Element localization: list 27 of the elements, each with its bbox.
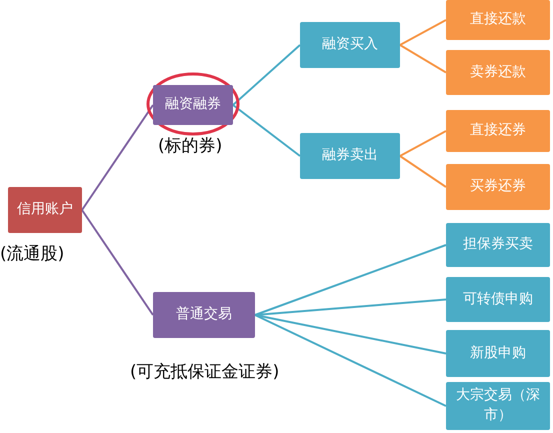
repayment-box: 直接还券 bbox=[446, 110, 550, 152]
trade-box: 大宗交易（深市） bbox=[446, 382, 550, 430]
operation-box: 融资买入 bbox=[300, 22, 400, 68]
repayment-box: 卖券还款 bbox=[446, 50, 550, 95]
connector-line bbox=[81, 209, 154, 316]
connector-line bbox=[232, 104, 301, 157]
operation-box: 融券卖出 bbox=[300, 133, 400, 179]
trade-box: 担保券买卖 bbox=[446, 223, 550, 267]
connector-line bbox=[399, 44, 447, 74]
category-box: 普通交易 bbox=[153, 292, 255, 338]
repayment-box: 买券还券 bbox=[446, 164, 550, 210]
account-box: 信用账户 bbox=[8, 187, 82, 233]
node-caption: (标的券) bbox=[158, 135, 222, 158]
category-box: 融资融券 bbox=[153, 85, 233, 125]
node-caption: (流通股) bbox=[0, 243, 64, 266]
trade-box: 新股申购 bbox=[446, 330, 550, 377]
connector-line bbox=[254, 314, 446, 354]
connector-line bbox=[254, 244, 446, 316]
connector-line bbox=[254, 314, 446, 407]
repayment-box: 直接还款 bbox=[446, 0, 550, 40]
connector-line bbox=[400, 130, 446, 157]
connector-line bbox=[232, 44, 301, 106]
trade-box: 可转债申购 bbox=[446, 277, 550, 322]
node-caption: (可充抵保证金证券) bbox=[130, 361, 280, 384]
connector-line bbox=[81, 104, 154, 211]
connector-line bbox=[399, 155, 447, 188]
connector-line bbox=[400, 19, 446, 46]
